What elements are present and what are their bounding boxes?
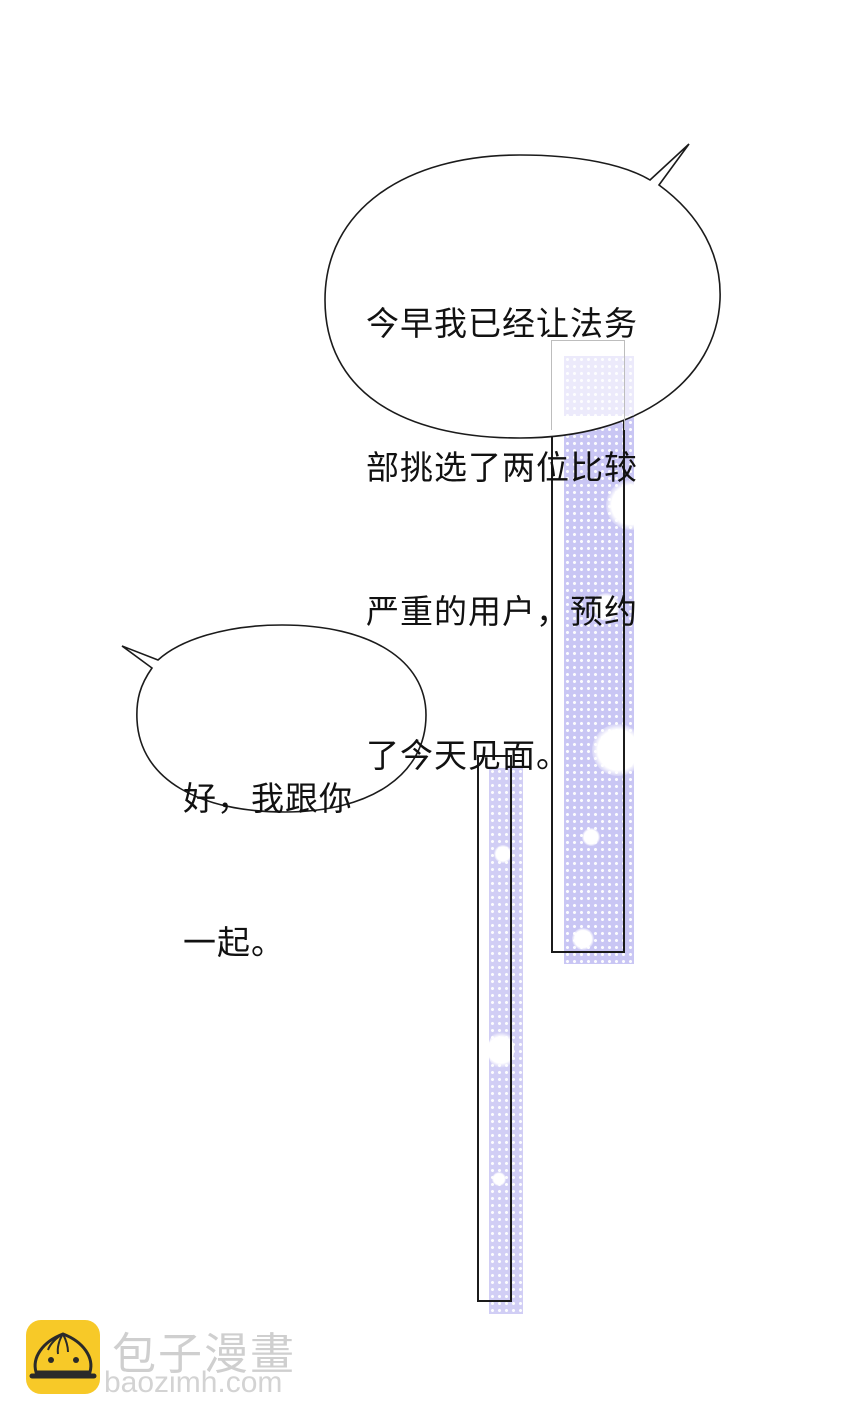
watermark-brand-name: 包子漫畫: [112, 1329, 296, 1380]
bokeh-light: [488, 1030, 514, 1070]
bokeh-light: [592, 593, 620, 621]
dialogue-line: 一起。: [183, 923, 285, 962]
watermark-url: baozimh.com: [104, 1366, 283, 1399]
bokeh-light: [494, 845, 512, 863]
panel-frame-right-top: [551, 340, 625, 430]
dialogue-text-top: 今早我已经让法务 部挑选了两位比较 严重的用户，预约 了今天见面。: [366, 204, 638, 828]
bokeh-light: [572, 928, 594, 950]
panel-frame-left: [477, 755, 512, 1302]
decorative-strip-right: [564, 356, 634, 964]
dialogue-line: 了今天见面。: [366, 736, 570, 775]
speech-bubble-top-right: [324, 143, 721, 439]
dialogue-line: 今早我已经让法务: [366, 304, 638, 343]
bokeh-light: [492, 1172, 506, 1186]
dialogue-line: 严重的用户，预约: [366, 592, 638, 631]
speech-bubble-left: [121, 624, 427, 813]
dialogue-line: 好，我跟你: [183, 779, 353, 818]
decorative-strip-overlap: [564, 356, 634, 416]
dialogue-line: 部挑选了两位比较: [366, 448, 638, 487]
dialogue-text-left: 好，我跟你 一起。: [183, 679, 353, 1015]
bokeh-light: [606, 480, 656, 530]
bokeh-light: [592, 724, 644, 776]
steamed-bun-icon: [26, 1320, 100, 1394]
bokeh-light: [582, 828, 600, 846]
